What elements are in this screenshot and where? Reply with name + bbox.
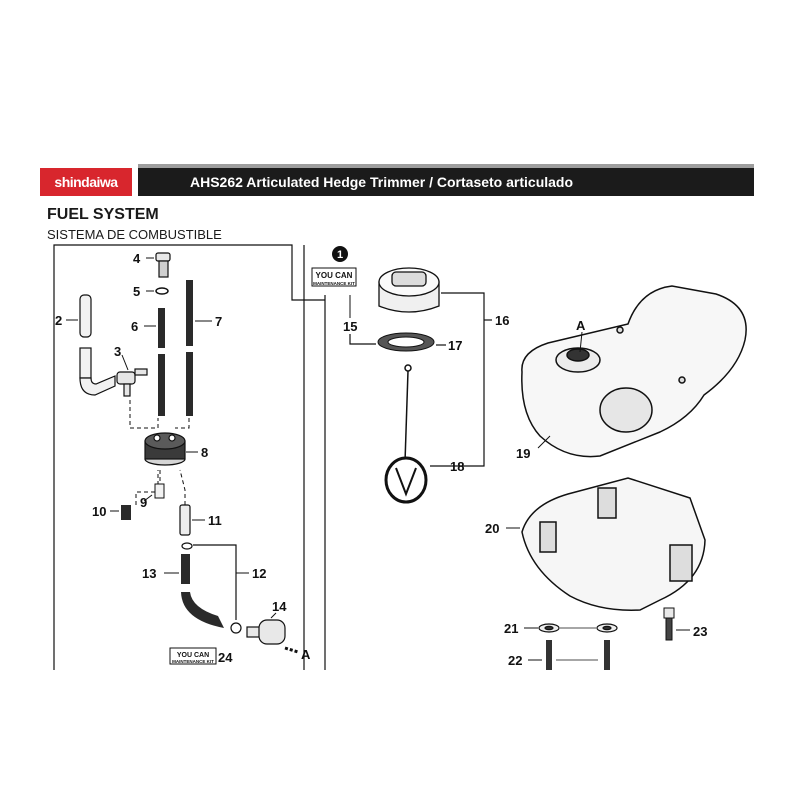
part-7-tube [186, 280, 193, 416]
kit-badge-number: 1 [337, 249, 343, 261]
label-part-7: 7 [215, 314, 222, 329]
part-3-elbow [116, 368, 148, 397]
label-part-4: 4 [133, 251, 141, 266]
kit-badge-line2: MAINTENANCE KIT [313, 281, 355, 286]
label-part-3: 3 [114, 344, 121, 359]
label-part-15: 15 [343, 319, 357, 334]
brand-logo: shindaiwa [40, 168, 132, 196]
kit-badge-line1: YOU CAN [316, 271, 353, 280]
label-part-14: 14 [272, 599, 287, 614]
bracket-16-18 [430, 292, 492, 467]
part-2-tube [79, 294, 116, 396]
label-part-20: 20 [485, 521, 499, 536]
part-9-plug [154, 483, 165, 499]
label-part-23: 23 [693, 624, 707, 639]
page-header: shindaiwa AHS262 Articulated Hedge Trimm… [40, 164, 754, 196]
part-21-washers [538, 623, 618, 633]
kit-badge-2 [169, 647, 217, 665]
kit-badge [311, 246, 357, 287]
section-title: FUEL SYSTEM [47, 206, 159, 223]
label-part-6: 6 [131, 319, 138, 334]
part-5-oring [155, 287, 169, 295]
part-8-grommet [144, 432, 186, 466]
part-13-hose [181, 554, 224, 628]
part-23-bolt [663, 607, 675, 641]
header-rule [138, 164, 754, 168]
part-10-plug [121, 505, 131, 520]
label-part-22: 22 [508, 653, 522, 668]
kit-badge-2-line2: MAINTENANCE KIT [172, 659, 214, 664]
part-18-strainer [384, 364, 428, 504]
label-part-12: 12 [252, 566, 266, 581]
section-subtitle: SISTEMA DE COMBUSTIBLE [47, 227, 222, 242]
part-20-tank-mount [521, 477, 706, 611]
part-12-bracket [181, 542, 242, 634]
label-part-11: 11 [208, 513, 222, 528]
diagram-frame [53, 244, 325, 670]
part-4-fitting [155, 252, 171, 278]
reference-letter-a-filter: A [301, 647, 311, 662]
page-title: AHS262 Articulated Hedge Trimmer / Corta… [138, 168, 754, 196]
label-part-5: 5 [133, 284, 140, 299]
label-part-18: 18 [450, 459, 464, 474]
label-part-10: 10 [92, 504, 106, 519]
label-part-16: 16 [495, 313, 509, 328]
part-6-tube [158, 308, 165, 416]
reference-letter-a-tank: A [576, 318, 586, 333]
label-part-8: 8 [201, 445, 208, 460]
part-15-leaders [324, 295, 376, 670]
label-part-24: 24 [218, 650, 233, 665]
label-part-13: 13 [142, 566, 156, 581]
label-part-21: 21 [504, 621, 518, 636]
part-22-screws [546, 640, 610, 670]
kit-badge-2-line1: YOU CAN [177, 652, 209, 659]
leader-dashes [129, 400, 190, 505]
label-part-17: 17 [448, 338, 462, 353]
label-part-19: 19 [516, 446, 530, 461]
part-11-fitting [179, 504, 191, 536]
part-16-fuel-cap [378, 267, 440, 313]
label-part-2: 2 [55, 313, 62, 328]
part-14-filter [246, 619, 286, 645]
label-part-9: 9 [140, 495, 147, 510]
part-19-fuel-tank [521, 285, 747, 458]
part-17-gasket [377, 332, 435, 352]
